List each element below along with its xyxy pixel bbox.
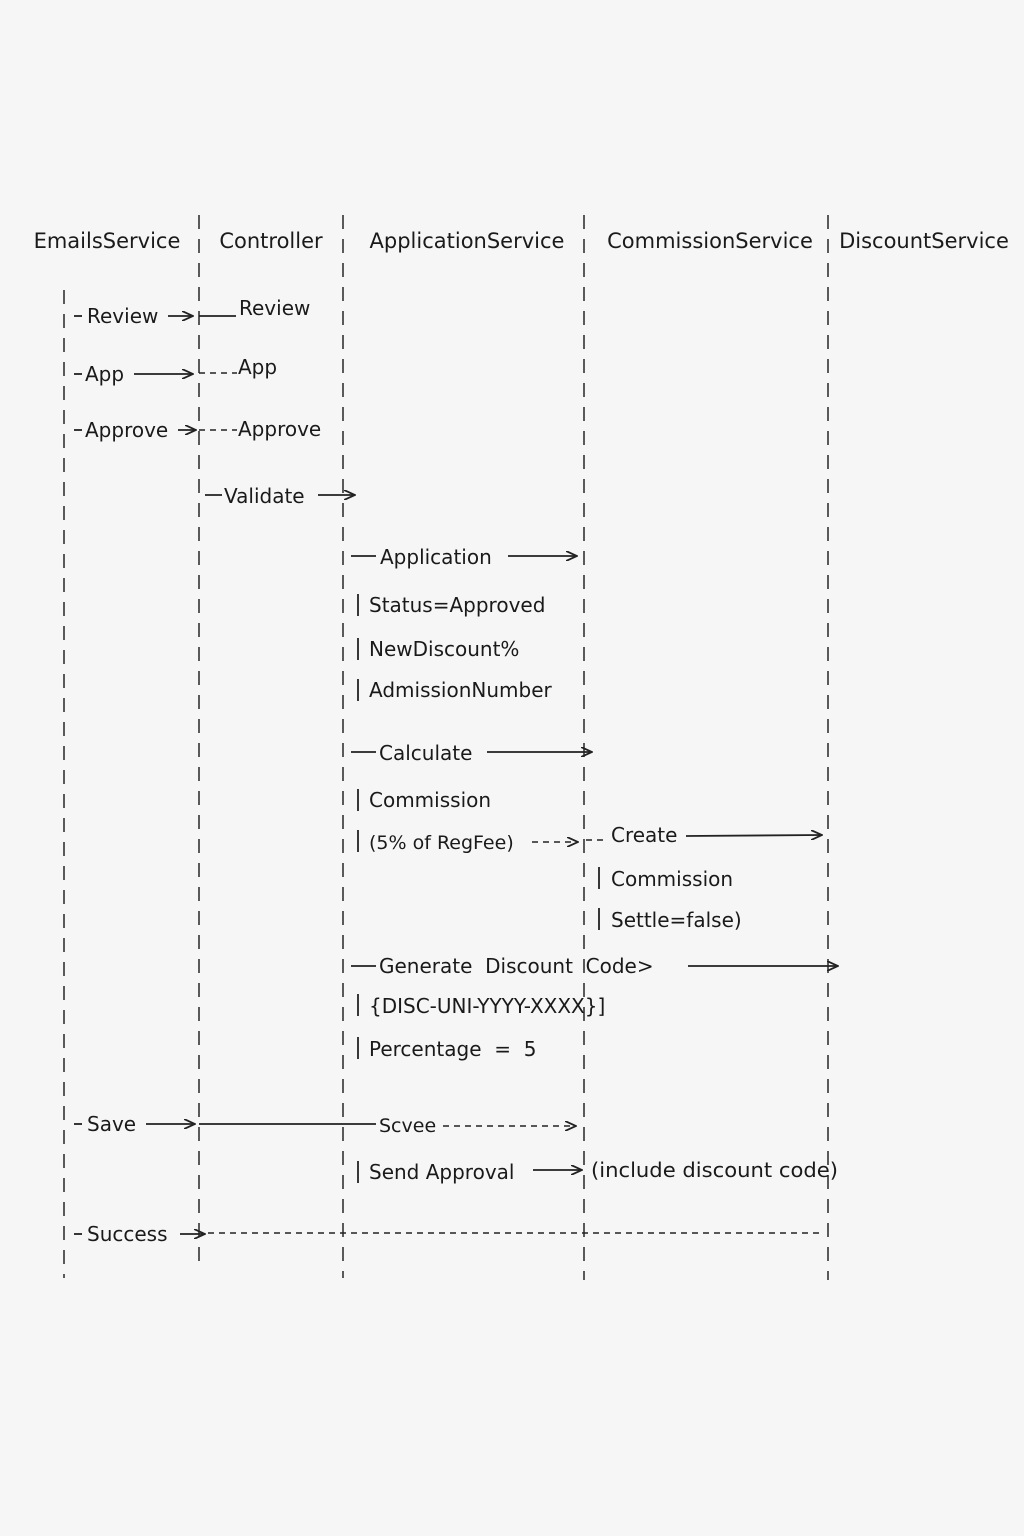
note-send-approval: (include discount code): [591, 1158, 838, 1182]
note-create: Commission Settle=false): [598, 867, 742, 932]
participant-emails-service: EmailsService: [34, 229, 181, 253]
note-discount: {DISC-UNI-YYYY-XXXX}] Percentage = 5: [357, 994, 605, 1061]
message-validate: Validate: [205, 484, 355, 508]
note-line: NewDiscount%: [369, 637, 519, 661]
message-label: Generate Discount Code>: [379, 954, 654, 978]
message-label: Validate: [224, 484, 305, 508]
note-line: Commission: [611, 867, 733, 891]
message-create: Create: [586, 823, 822, 847]
message-label: Save: [87, 1112, 136, 1136]
message-success: Success: [74, 1222, 824, 1246]
message-save: Save Scvee: [74, 1112, 576, 1137]
message-label-forward: Scvee: [379, 1115, 436, 1137]
participant-controller: Controller: [219, 229, 323, 253]
note-line: (5% of RegFee): [369, 832, 514, 854]
message-label: App: [85, 362, 124, 386]
message-application: Application: [351, 545, 577, 569]
note-calculate: Commission (5% of RegFee): [357, 788, 578, 854]
note-line: Percentage = 5: [369, 1037, 536, 1061]
message-label-return: App: [238, 355, 277, 379]
note-line: AdmissionNumber: [369, 678, 552, 702]
participant-discount-service: DiscountService: [839, 229, 1009, 253]
message-label-return: Approve: [238, 417, 321, 441]
note-line: Commission: [369, 788, 491, 812]
message-label: Review: [87, 304, 158, 328]
message-send-approval: Send Approval (include discount code): [357, 1158, 838, 1184]
message-label-return: Review: [239, 296, 310, 320]
message-generate-discount-code: Generate Discount Code>: [351, 954, 838, 978]
message-label: Approve: [85, 418, 168, 442]
message-label: Application: [380, 545, 492, 569]
participant-application-service: ApplicationService: [370, 229, 565, 253]
note-application: Status=Approved NewDiscount% AdmissionNu…: [357, 593, 552, 702]
participant-commission-service: CommissionService: [607, 229, 813, 253]
note-line: {DISC-UNI-YYYY-XXXX}]: [369, 994, 605, 1018]
message-calculate: Calculate: [351, 741, 592, 765]
message-app: App App: [74, 355, 277, 386]
note-line: Status=Approved: [369, 593, 545, 617]
message-approve: Approve Approve: [74, 417, 321, 442]
message-label: Success: [87, 1222, 168, 1246]
message-label: Send Approval: [369, 1160, 514, 1184]
note-line: Settle=false): [611, 908, 742, 932]
message-label: Calculate: [379, 741, 472, 765]
message-review: Review Review: [74, 296, 310, 328]
message-label: Create: [611, 823, 677, 847]
